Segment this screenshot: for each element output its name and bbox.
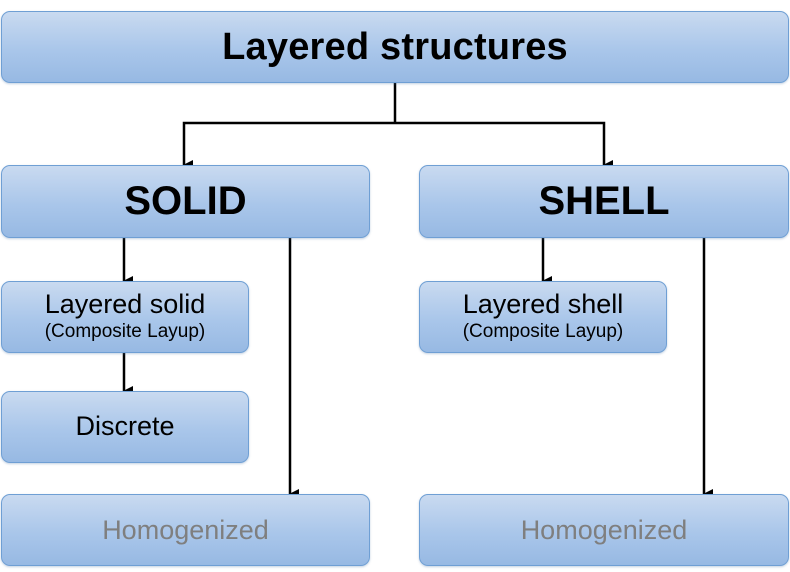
layered-solid-label: Layered solid xyxy=(44,288,206,319)
layered-shell-node: Layered shell (Composite Layup) xyxy=(419,281,667,353)
discrete-node: Discrete xyxy=(1,391,249,463)
shell-node: SHELL xyxy=(419,165,789,238)
connector-root-to-shell xyxy=(395,121,613,170)
solid-homogenized-node: Homogenized xyxy=(1,494,370,566)
layered-solid-node: Layered solid (Composite Layup) xyxy=(1,281,249,353)
root-node: Layered structures xyxy=(1,11,789,83)
layered-solid-sublabel: (Composite Layup) xyxy=(44,320,206,342)
solid-node: SOLID xyxy=(1,165,370,238)
solid-homogenized-label: Homogenized xyxy=(102,514,269,545)
shell-homogenized-label: Homogenized xyxy=(520,514,688,545)
shell-label: SHELL xyxy=(538,179,670,223)
root-label: Layered structures xyxy=(222,25,568,68)
discrete-label: Discrete xyxy=(75,411,175,442)
solid-label: SOLID xyxy=(124,179,247,223)
connector-root-to-solid xyxy=(182,121,395,170)
layered-shell-sublabel: (Composite Layup) xyxy=(462,320,624,342)
shell-homogenized-node: Homogenized xyxy=(419,494,789,566)
layered-shell-label: Layered shell xyxy=(462,288,624,319)
